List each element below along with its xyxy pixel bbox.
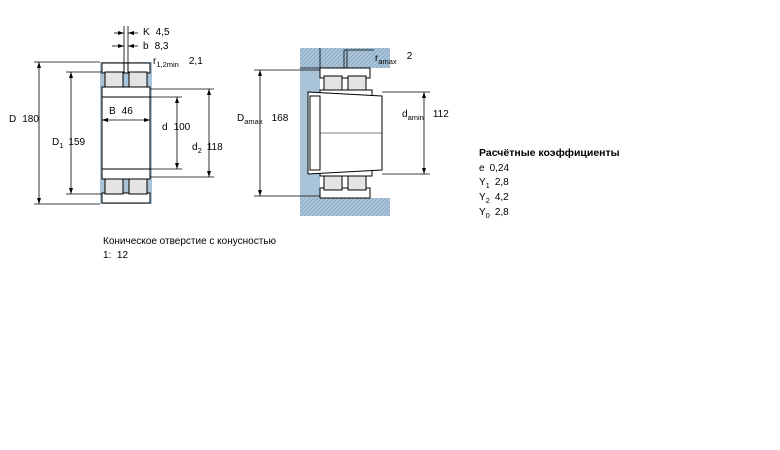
roller-bottom-left: [104, 178, 124, 195]
inner-ring-bottom: [101, 168, 151, 180]
bore: [101, 96, 151, 170]
mounted-outer-ring-bottom: [319, 187, 371, 199]
coefficients-title: Расчётные коэффициенты: [479, 147, 620, 159]
roller-top-right: [128, 71, 148, 88]
arrowheads-left: [37, 31, 211, 204]
roller-bottom-right: [128, 178, 148, 195]
taper-note: Коническое отверстие с конусностью 1: 12: [103, 235, 276, 263]
locknut: [309, 95, 321, 171]
outer-ring-top: [101, 62, 151, 74]
taper-note-line2: 1: 12: [103, 250, 129, 261]
bearing-section-left: [100, 62, 152, 204]
dimension-lines-left: [34, 26, 214, 205]
inner-ring-top: [101, 86, 151, 98]
roller-top-left: [104, 71, 124, 88]
arrowheads-right: [258, 70, 426, 196]
taper-note-line1: Коническое отверстие с конусностью: [103, 236, 277, 247]
outer-ring-bottom: [101, 192, 151, 204]
dimension-lines-right: [254, 69, 430, 197]
mounted-outer-ring-top: [319, 67, 371, 79]
bearing-mounting-right: [300, 48, 390, 216]
